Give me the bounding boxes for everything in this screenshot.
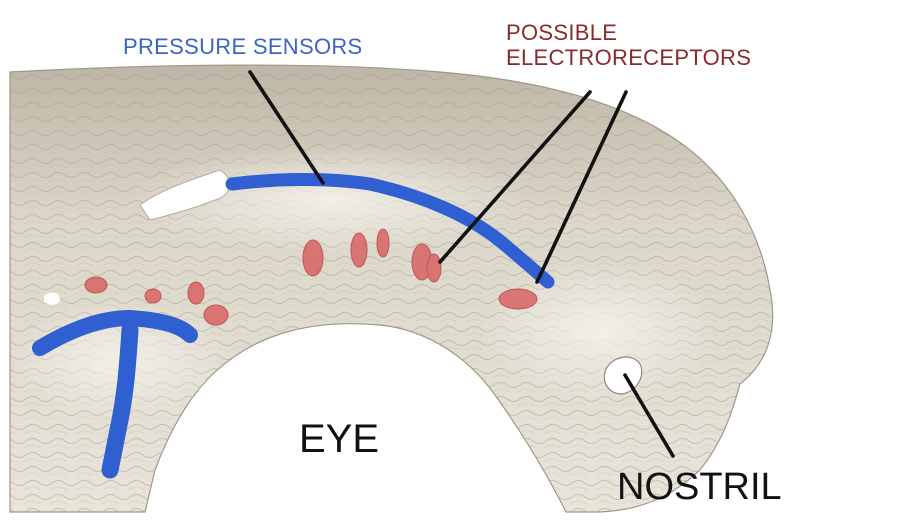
nostril-label: NOSTRIL xyxy=(617,466,782,508)
electroreceptor-pit xyxy=(187,281,205,305)
pressure-sensor-canal-lower-vertical xyxy=(101,321,139,479)
electroreceptors-text: ELECTRORECEPTORS xyxy=(506,45,752,71)
electroreceptors-pointer-right xyxy=(535,90,628,284)
electroreceptor-pit xyxy=(376,228,390,258)
electroreceptor-pit xyxy=(426,253,442,283)
eye-label: EYE xyxy=(299,417,380,461)
pressure-sensor-canal-lower-horizontal xyxy=(32,310,198,356)
pressure-sensor-canals xyxy=(32,173,555,479)
possible-text: POSSIBLE xyxy=(506,20,618,45)
pointer-lines xyxy=(248,70,675,458)
pressure-sensor-canal-upper xyxy=(225,173,555,289)
electroreceptor-pit xyxy=(498,288,538,310)
electroreceptors-pointer-left xyxy=(438,90,592,264)
electroreceptor-pit xyxy=(350,232,368,268)
electroreceptor-pit xyxy=(302,239,324,277)
possible-electroreceptors-label: POSSIBLE ELECTRORECEPTORS xyxy=(506,20,751,71)
pressure-sensors-pointer xyxy=(248,70,325,185)
electroreceptor-pit xyxy=(84,276,108,294)
skull-body xyxy=(9,64,774,513)
electroreceptor-pit xyxy=(144,288,162,304)
electroreceptor-pits xyxy=(84,228,538,326)
nostril-pointer xyxy=(623,373,675,458)
electroreceptor-pit xyxy=(203,304,229,326)
pressure-sensors-label: PRESSURE SENSORS xyxy=(123,34,363,59)
